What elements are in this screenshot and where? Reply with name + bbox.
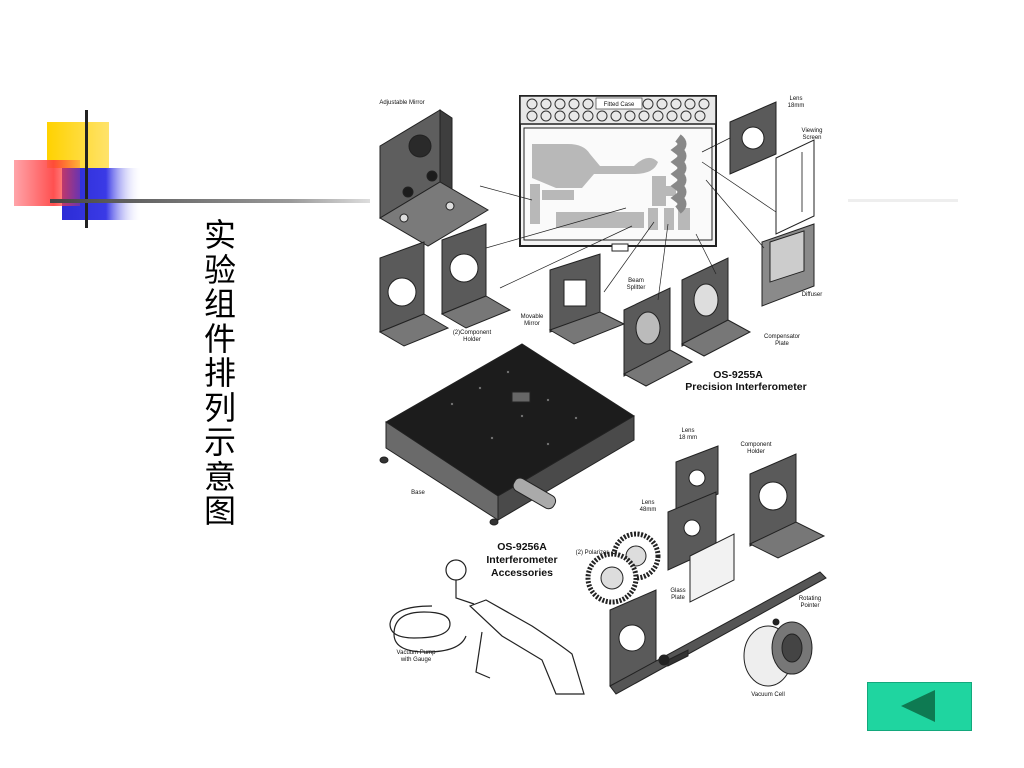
label-fitted-case: Fitted Case xyxy=(604,102,635,108)
label-diffuser: Diffuser xyxy=(802,292,823,298)
label-polarizer-2: (2) Polarizer xyxy=(576,550,609,556)
title-rule xyxy=(50,199,370,203)
back-button[interactable] xyxy=(867,682,972,731)
heading-9256-sub: Accessories xyxy=(491,567,553,579)
component-holder-right-drawing xyxy=(440,223,512,329)
vacuum-cell-drawing xyxy=(743,618,813,687)
slide-title: 实验组件排列示意图 xyxy=(203,216,236,530)
heading-9256-model: OS-9256A xyxy=(497,541,547,553)
diffuser-drawing xyxy=(761,223,815,307)
rotating-pointer-drawing xyxy=(609,571,827,695)
heading-9255-name: Precision Interferometer xyxy=(685,381,806,393)
title-rule-fade xyxy=(848,199,958,202)
base-plate-drawing xyxy=(379,343,635,526)
label-adjustable-mirror: Adjustable Mirror xyxy=(379,100,424,106)
deco-vertical-line xyxy=(85,110,88,228)
lens-18mm-top-drawing xyxy=(729,101,777,175)
glass-plate-drawing xyxy=(689,533,735,603)
adjustable-mirror-drawing xyxy=(379,109,489,247)
component-holder-bottom-drawing xyxy=(748,453,826,559)
heading-9255-model: OS-9255A xyxy=(713,369,763,381)
connector-lines xyxy=(479,137,777,301)
heading-9256-name: Interferometer xyxy=(486,554,557,566)
component-holder-left-drawing xyxy=(378,241,450,347)
fitted-case-drawing: Fitted Case xyxy=(519,95,717,252)
compensator-plate-drawing xyxy=(680,257,752,357)
movable-mirror-drawing xyxy=(548,253,626,345)
viewing-screen-drawing xyxy=(775,139,815,235)
vacuum-pump-drawing xyxy=(389,559,585,695)
label-vacuum-cell: Vacuum Cell xyxy=(751,692,785,698)
polarizers-drawing xyxy=(585,531,661,605)
beam-splitter-drawing xyxy=(622,287,694,387)
triangle-left-icon xyxy=(901,690,935,722)
label-base: Base xyxy=(411,490,425,496)
deco-red-square xyxy=(14,160,80,206)
